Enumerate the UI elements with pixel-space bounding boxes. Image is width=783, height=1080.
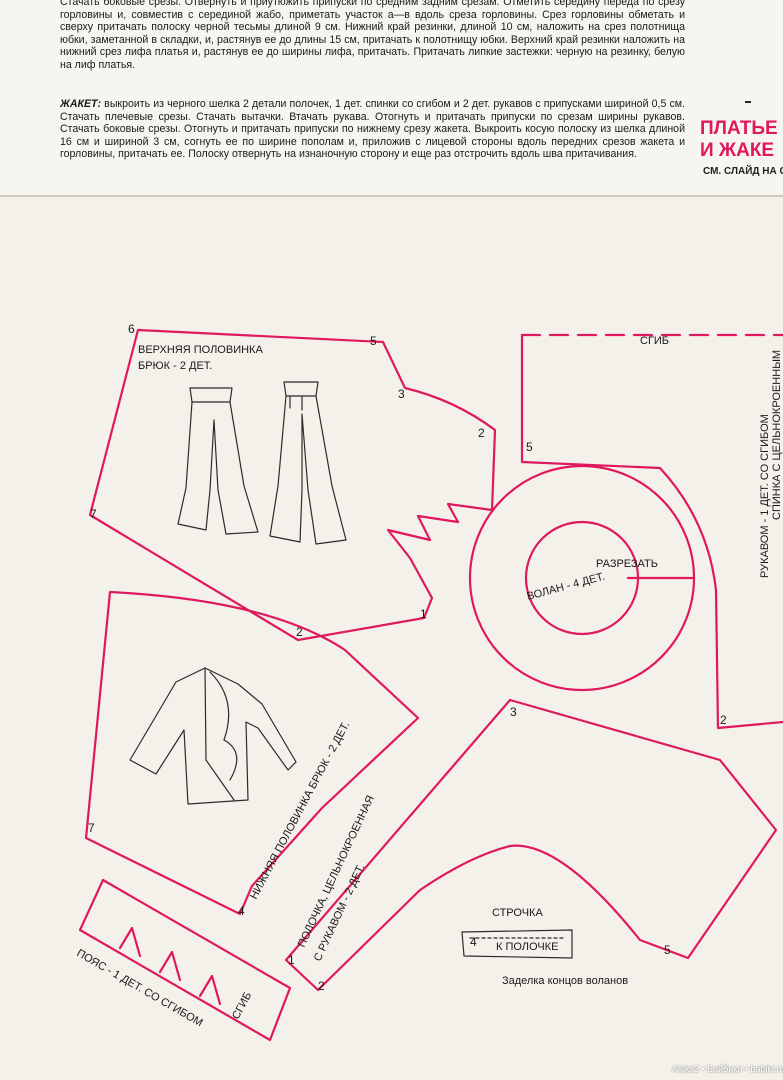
- paragraph-text: Стачать боковые срезы. Отвернуть и приут…: [60, 0, 685, 71]
- to-front-label: К ПОЛОЧКЕ: [496, 941, 558, 953]
- mark-5c: 5: [664, 943, 671, 957]
- trouser-upper-label-1: ВЕРХНЯЯ ПОЛОВИНКА: [138, 344, 263, 356]
- mark-7: 7: [90, 507, 97, 521]
- mark-6: 6: [128, 322, 135, 336]
- mark-3: 3: [398, 387, 405, 401]
- instructions-paragraph: Стачать боковые срезы. Отвернуть и приут…: [60, 0, 685, 72]
- mark-5: 5: [370, 334, 377, 348]
- sidebar-title-line2: И ЖАКЕ: [700, 140, 775, 161]
- flounce-cut-label: РАЗРЕЗАТЬ: [596, 558, 658, 570]
- trousers-illustration: [177, 381, 347, 545]
- back-label-1: СПИНКА С ЦЕЛЬНОКРОЕННЫМ: [771, 350, 783, 520]
- mark-1: 1: [420, 607, 427, 621]
- mark-2d: 2: [318, 979, 325, 993]
- sidebar-dash: [745, 101, 751, 103]
- page-fold: [0, 195, 783, 197]
- belt-fold-label: СГИБ: [230, 990, 254, 1021]
- back-label-2: РУКАВОМ - 1 ДЕТ. СО СГИБОМ: [759, 414, 771, 578]
- flounce-label: ВОЛАН - 4 ДЕТ.: [526, 571, 607, 603]
- mark-4b: 4: [470, 935, 477, 949]
- piece-belt: ПОЯС - 1 ДЕТ. СО СГИБОМ СГИБ: [75, 878, 292, 1042]
- flounce-ends-caption: Заделка концов воланов: [502, 975, 628, 987]
- sidebar-title-line1: ПЛАТЬЕ: [700, 118, 778, 139]
- jacket-heading: ЖАКЕТ:: [60, 98, 102, 110]
- watermark: Aleks2 • Байбики • babiki.ru: [672, 1064, 783, 1074]
- piece-back: СГИБ СПИНКА С ЦЕЛЬНОКРОЕННЫМ РУКАВОМ - 1…: [520, 333, 783, 730]
- fold-label: СГИБ: [640, 335, 669, 347]
- mark-2b: 2: [296, 625, 303, 639]
- piece-trouser-lower: НИЖНЯЯ ПОЛОВИНКА БРЮК - 2 ДЕТ. 7 4: [84, 590, 420, 918]
- mark-2c: 2: [720, 713, 727, 727]
- instructions-band: [0, 0, 783, 195]
- trouser-upper-label-2: БРЮК - 2 ДЕТ.: [138, 360, 212, 372]
- jacket-illustration: [129, 667, 297, 805]
- piece-trouser-upper: ВЕРХНЯЯ ПОЛОВИНКА БРЮК - 2 ДЕТ. 6 5 3 2 …: [88, 322, 497, 642]
- sidebar-subtitle: СМ. СЛАЙД НА С: [703, 166, 783, 177]
- stitch-label: СТРОЧКА: [492, 907, 543, 919]
- mark-4: 4: [238, 904, 245, 918]
- mark-1b: 1: [288, 953, 295, 967]
- sidebar-title: ПЛАТЬЕ И ЖАКЕ: [700, 118, 778, 162]
- mark-3b: 3: [510, 705, 517, 719]
- belt-label: ПОЯС - 1 ДЕТ. СО СГИБОМ: [75, 947, 205, 1029]
- mark-7b: 7: [88, 821, 95, 835]
- jacket-paragraph: ЖАКЕТ: выкроить из черного шелка 2 детал…: [60, 98, 685, 161]
- piece-flounce: РАЗРЕЗАТЬ ВОЛАН - 4 ДЕТ.: [468, 464, 696, 692]
- mark-5b: 5: [526, 440, 533, 454]
- jacket-text: выкроить из черного шелка 2 детали полоч…: [60, 98, 685, 161]
- flounce-end-detail: СТРОЧКА 4 К ПОЛОЧКЕ Заделка концов волан…: [461, 907, 628, 987]
- mark-2: 2: [478, 426, 485, 440]
